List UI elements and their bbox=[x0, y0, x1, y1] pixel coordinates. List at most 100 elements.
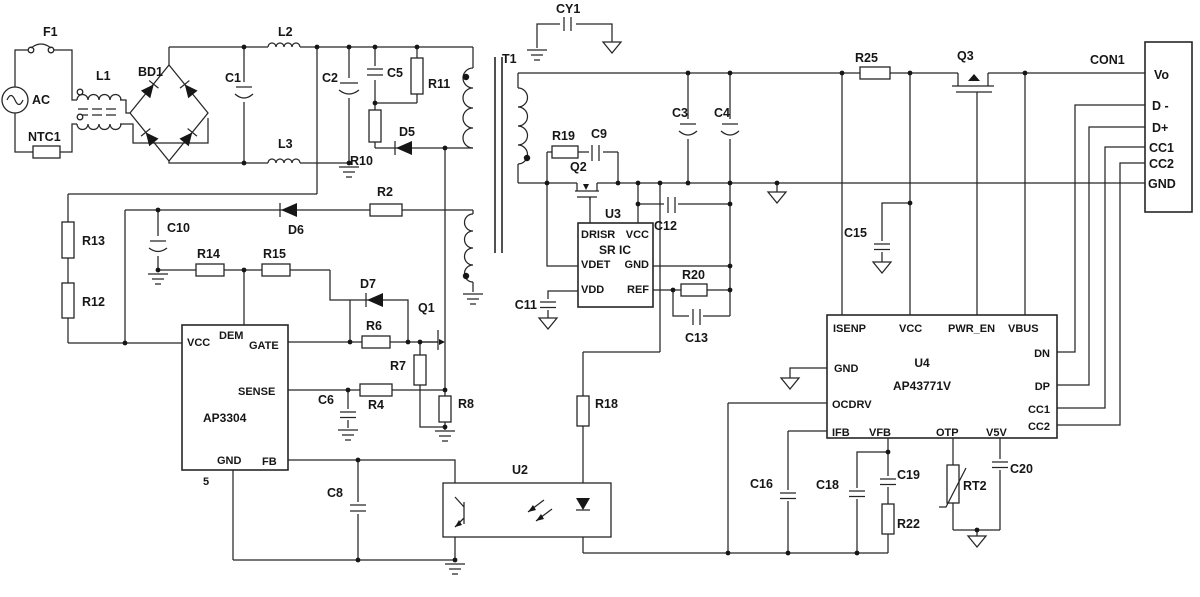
ic-ap3304 bbox=[181, 324, 289, 471]
label-d7: D7 bbox=[360, 277, 376, 291]
label-l3: L3 bbox=[278, 137, 293, 151]
pin-u4-dn: DN bbox=[1034, 348, 1050, 360]
capacitor-c16 bbox=[779, 490, 797, 501]
label-r11: R11 bbox=[428, 77, 450, 91]
label-cy1: CY1 bbox=[556, 2, 580, 16]
label-c4: C4 bbox=[714, 106, 730, 120]
pin-con1-cc2: CC2 bbox=[1149, 157, 1174, 171]
resistor-r10 bbox=[368, 109, 382, 143]
label-c5: C5 bbox=[387, 66, 403, 80]
label-d5: D5 bbox=[399, 125, 415, 139]
label-l1: L1 bbox=[96, 69, 111, 83]
label-c12: C12 bbox=[654, 219, 677, 233]
label-c20: C20 bbox=[1010, 462, 1033, 476]
pin-u4-vfb: VFB bbox=[869, 427, 891, 439]
label-r18: R18 bbox=[595, 397, 618, 411]
pin-u3-vcc: VCC bbox=[626, 229, 649, 241]
label-ap43771v: AP43771V bbox=[893, 379, 951, 393]
label-c8: C8 bbox=[327, 486, 343, 500]
label-r25: R25 bbox=[855, 51, 878, 65]
resistor-r22 bbox=[881, 503, 895, 535]
label-c11: C11 bbox=[515, 298, 537, 312]
ic-u4-ap43771v bbox=[826, 314, 1058, 439]
pin-u4-vcc: VCC bbox=[899, 323, 922, 335]
label-d6: D6 bbox=[288, 223, 304, 237]
resistor-r18 bbox=[576, 395, 590, 427]
capacitor-c18 bbox=[848, 488, 866, 499]
pin-ap3304-5: 5 bbox=[203, 476, 209, 488]
resistor-r7 bbox=[413, 354, 427, 386]
fuse-f1 bbox=[27, 43, 55, 54]
label-r15: R15 bbox=[263, 247, 286, 261]
resistor-r25 bbox=[859, 66, 891, 80]
pin-con1-vo: Vo bbox=[1154, 68, 1169, 82]
bridge-bd1 bbox=[129, 64, 209, 162]
pin-con1-dp: D+ bbox=[1152, 121, 1168, 135]
capacitor-c12 bbox=[664, 196, 678, 213]
pin-u3-gnd: GND bbox=[625, 259, 650, 271]
label-c9: C9 bbox=[591, 127, 607, 141]
capacitor-c6 bbox=[339, 409, 357, 420]
label-q1: Q1 bbox=[418, 301, 435, 315]
diode-d7 bbox=[365, 293, 383, 307]
resistor-r2 bbox=[369, 203, 403, 217]
thermistor-ntc1 bbox=[32, 145, 61, 159]
label-c10: C10 bbox=[167, 221, 190, 235]
resistor-r14 bbox=[195, 263, 225, 277]
capacitor-c2 bbox=[338, 78, 360, 98]
thermistor-rt2 bbox=[939, 464, 967, 508]
pin-u4-otp: OTP bbox=[936, 427, 959, 439]
resistor-r12 bbox=[61, 282, 75, 319]
label-c19: C19 bbox=[897, 468, 920, 482]
inductor-l3 bbox=[267, 158, 301, 164]
label-u3: U3 bbox=[605, 207, 621, 221]
label-r8: R8 bbox=[458, 397, 474, 411]
pin-u3-ref: REF bbox=[627, 284, 649, 296]
pin-u4-ocdrv: OCDRV bbox=[832, 399, 872, 411]
pin-u4-pwr-en: PWR_EN bbox=[948, 323, 995, 335]
resistor-r6 bbox=[361, 335, 391, 349]
pin-ap3304-gate: GATE bbox=[249, 340, 279, 352]
label-c6: C6 bbox=[318, 393, 334, 407]
inductor-l2 bbox=[267, 42, 301, 48]
label-c3: C3 bbox=[672, 106, 688, 120]
diode-d6 bbox=[279, 203, 297, 217]
mosfet-q1 bbox=[420, 326, 446, 354]
label-r22: R22 bbox=[897, 517, 920, 531]
capacitor-c11 bbox=[539, 299, 557, 310]
ground-symbols-secondary bbox=[537, 41, 988, 548]
capacitor-c15 bbox=[873, 241, 891, 252]
label-r14: R14 bbox=[197, 247, 220, 261]
label-r6: R6 bbox=[366, 319, 382, 333]
capacitor-c19 bbox=[879, 476, 897, 487]
pin-u4-v5v: V5V bbox=[986, 427, 1007, 439]
diode-d5 bbox=[394, 141, 412, 155]
capacitor-c1 bbox=[233, 82, 255, 102]
label-u4: U4 bbox=[914, 356, 930, 370]
label-ntc1: NTC1 bbox=[28, 130, 61, 144]
label-c1: C1 bbox=[225, 71, 241, 85]
label-r13: R13 bbox=[82, 234, 105, 248]
label-u2: U2 bbox=[512, 463, 528, 477]
label-r2: R2 bbox=[377, 185, 393, 199]
label-c15: C15 bbox=[844, 226, 867, 240]
label-bd1: BD1 bbox=[138, 65, 163, 79]
resistor-r11 bbox=[410, 57, 424, 95]
label-r10: R10 bbox=[350, 154, 373, 168]
resistor-r8 bbox=[438, 395, 452, 423]
pin-u3-drisr: DRISR bbox=[581, 229, 615, 241]
pin-ap3304-gnd: GND bbox=[217, 455, 242, 467]
pin-u4-cc2: CC2 bbox=[1028, 421, 1050, 433]
capacitor-c3 bbox=[677, 119, 699, 139]
label-c2: C2 bbox=[322, 71, 338, 85]
label-c18: C18 bbox=[816, 478, 839, 492]
resistor-r13 bbox=[61, 221, 75, 259]
label-r20: R20 bbox=[682, 268, 705, 282]
resistor-r15 bbox=[261, 263, 291, 277]
pin-ap3304-fb: FB bbox=[262, 456, 277, 468]
pin-u4-isenp: ISENP bbox=[833, 323, 866, 335]
capacitor-c5 bbox=[365, 66, 385, 80]
label-rt2: RT2 bbox=[963, 479, 987, 493]
label-c16: C16 bbox=[750, 477, 773, 491]
